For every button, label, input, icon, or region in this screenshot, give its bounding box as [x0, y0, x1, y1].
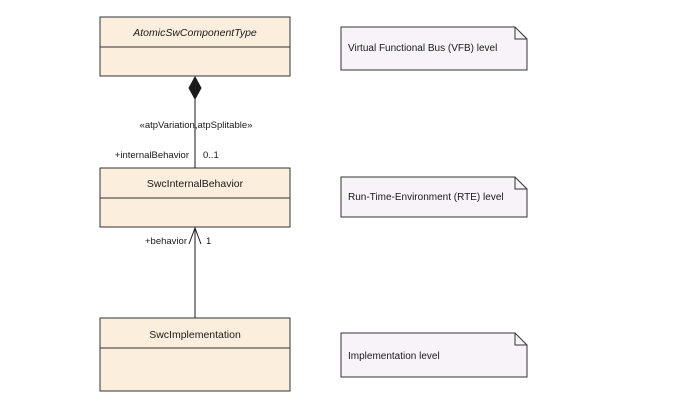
class-box — [99, 317, 291, 392]
behavior-association[interactable]: +behavior 1 — [145, 226, 211, 318]
note-shape — [340, 332, 528, 378]
composition-diamond — [188, 75, 202, 101]
note-rte-level: Run-Time-Environment (RTE) level — [340, 176, 528, 218]
class-swc-implementation[interactable]: SwcImplementation — [99, 317, 291, 392]
class-name: AtomicSwComponentType — [132, 27, 257, 39]
open-arrow-head — [188, 226, 202, 245]
note-text: Implementation level — [348, 351, 440, 362]
note-text: Run-Time-Environment (RTE) level — [348, 192, 504, 203]
note-corner-fold — [514, 333, 527, 346]
class-atomic-sw-component-type[interactable]: AtomicSwComponentType — [99, 16, 291, 77]
association-multiplicity: 0..1 — [203, 150, 219, 161]
note-implementation-level: Implementation level — [340, 332, 528, 378]
association-role: +internalBehavior — [115, 150, 189, 161]
note-vfb-level: Virtual Functional Bus (VFB) level — [340, 26, 528, 71]
class-name: SwcInternalBehavior — [147, 178, 244, 190]
association-multiplicity: 1 — [206, 236, 211, 247]
association-role: +behavior — [145, 236, 187, 247]
association-stereotype: «atpVariation,atpSplitable» — [140, 120, 253, 131]
note-corner-fold — [514, 27, 527, 40]
class-name: SwcImplementation — [149, 329, 241, 341]
note-text: Virtual Functional Bus (VFB) level — [348, 43, 497, 54]
class-swc-internal-behavior[interactable]: SwcInternalBehavior — [99, 167, 291, 228]
composition-association[interactable]: «atpVariation,atpSplitable» +internalBeh… — [115, 75, 253, 168]
note-corner-fold — [514, 177, 527, 190]
note-shape — [340, 26, 528, 71]
note-shape — [340, 176, 528, 218]
